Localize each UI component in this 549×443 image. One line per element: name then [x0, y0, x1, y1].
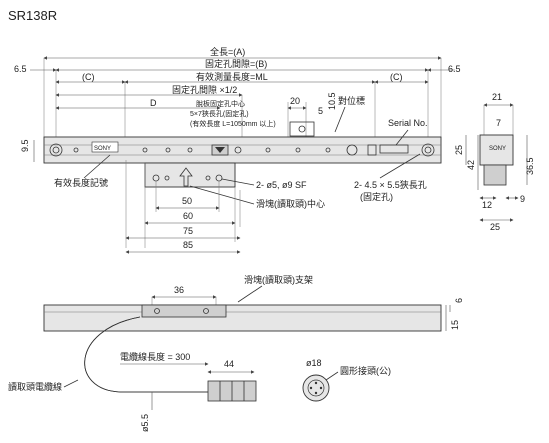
slots-label: 2- 4.5 × 5.5狹長孔 [354, 179, 427, 190]
hole-pitch-label: 固定孔間隙=(B) [205, 58, 267, 69]
overhang-left-label: 6.5 [14, 64, 27, 74]
shield-cable-label: 讀取頭電纜線 [8, 381, 62, 392]
c-left-label: (C) [82, 72, 95, 82]
round-connector-label: 圓形接頭(公) [340, 365, 391, 376]
d21-label: 21 [492, 92, 502, 102]
reference-mark-label: 對位標 [338, 95, 365, 106]
d44-label: 44 [224, 359, 234, 369]
d9-label: 9 [520, 194, 525, 204]
effective-length-label: 有效測量長度=ML [196, 71, 268, 82]
d85-label: 85 [183, 240, 193, 250]
half-pitch-label: 固定孔間隙 ×1/2 [172, 84, 237, 95]
d15-label: 15 [450, 320, 460, 330]
d20-label: 20 [290, 96, 300, 106]
sony-logo: SONY [94, 146, 111, 152]
h-9-5-label: 9.5 [20, 139, 30, 152]
slider-bracket-label: 滑塊(讀取頭)支架 [244, 274, 313, 285]
d12-label: 12 [482, 200, 492, 210]
end-sony-logo: SONY [489, 146, 506, 152]
d36-5-label: 36.5 [525, 157, 535, 175]
center-note-3: (有效長度 L=1050mm 以上) [190, 119, 276, 128]
d10-5-label: 10.5 [327, 92, 337, 110]
d-label: D [150, 98, 157, 108]
overhang-right-label: 6.5 [448, 64, 461, 74]
d42-label: 42 [466, 160, 476, 170]
d36-label: 36 [174, 285, 184, 295]
effective-length-mark-label: 有效長度記號 [54, 177, 108, 188]
c-right-label: (C) [390, 72, 403, 82]
round-connector [302, 374, 330, 402]
end-view: 21 7 SONY 25 42 36.5 12 9 25 [454, 92, 535, 232]
fixing-hole-left [49, 143, 63, 157]
d5-label: 5 [318, 106, 323, 116]
d5-5-label: ø5.5 [140, 414, 150, 432]
d6-label: 6 [454, 298, 464, 303]
bottom-view: 滑塊(讀取頭)支架 36 6 15 電纜線長度 = 300 讀取頭電纜線 44 … [8, 274, 464, 432]
d18-label: ø18 [306, 358, 322, 368]
top-view: 全長=(A) 固定孔間隙=(B) 6.5 6.5 (C) 有效測量長度=ML (… [14, 46, 461, 254]
d60-label: 60 [183, 211, 193, 221]
drawing-title: SR138R [8, 8, 57, 23]
scale-body-bottom [43, 304, 442, 332]
cable-length-label: 電纜線長度 = 300 [120, 351, 190, 362]
slider-head [144, 162, 236, 188]
d25b-label: 25 [490, 222, 500, 232]
bracket [141, 304, 227, 318]
center-note-2: 5×7狹長孔(固定孔) [190, 109, 249, 118]
total-length-label: 全長=(A) [210, 46, 245, 57]
d75-label: 75 [183, 226, 193, 236]
holes-label: 2- ø5, ø9 SF [256, 180, 307, 190]
slots-sub-label: (固定孔) [360, 191, 393, 202]
end-profile [479, 134, 514, 166]
slider-center-label: 滑塊(讀取頭)中心 [256, 198, 325, 209]
fixing-hole-right [421, 143, 435, 157]
serial-no-label: Serial No. [388, 118, 428, 128]
center-note-1: 脫板固定孔中心 [196, 99, 245, 108]
d25-label: 25 [454, 145, 464, 155]
d7-label: 7 [496, 118, 501, 128]
up-arrow-icon [179, 167, 193, 187]
d50-label: 50 [182, 196, 192, 206]
